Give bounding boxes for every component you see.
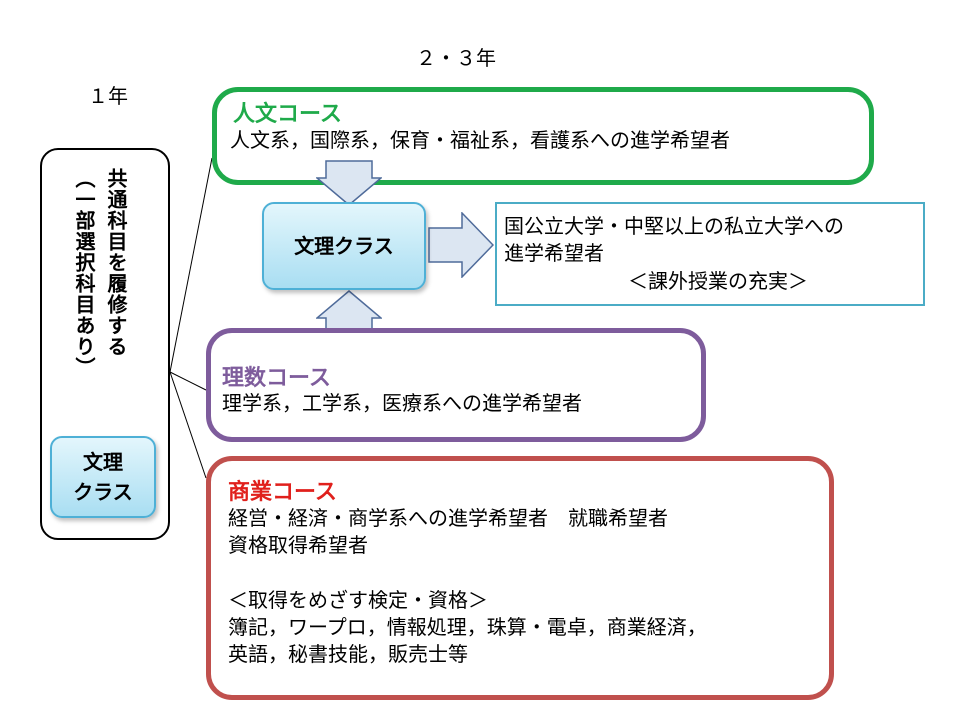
connector-to-risu	[169, 371, 207, 391]
result-line2: 進学希望者	[504, 241, 604, 265]
risu-course-box	[206, 328, 706, 442]
bunri-small-line2: クラス	[73, 480, 133, 504]
common-subjects-text: 共通科目を履修する （一部選択科目あり）	[62, 168, 132, 438]
risu-course-title: 理数コース	[222, 366, 331, 391]
shogyo-course-title: 商業コース	[228, 480, 337, 505]
jinbun-course-box	[212, 87, 874, 185]
result-line1: 国公立大学・中堅以上の私立大学への	[504, 214, 844, 238]
result-line3: ＜課外授業の充実＞	[628, 269, 808, 293]
shogyo-course-box	[206, 456, 834, 700]
bunri-class-small: 文理 クラス	[50, 436, 156, 518]
bunri-main-label: 文理クラス	[294, 234, 394, 258]
common-note-text: （一部選択科目あり）	[72, 168, 96, 378]
shogyo-line2: 資格取得希望者	[228, 533, 368, 557]
jinbun-course-title: 人文コース	[233, 102, 342, 127]
arrow-right-icon	[428, 212, 494, 278]
connector-to-shogyo	[169, 371, 207, 479]
connector-to-jinbun	[169, 157, 213, 373]
bunri-class-main: 文理クラス	[262, 202, 426, 290]
shogyo-line3: ＜取得をめざす検定・資格＞	[228, 588, 488, 612]
shogyo-line4: 簿記，ワープロ，情報処理，珠算・電卓，商業経済，	[228, 615, 707, 639]
bunri-small-line1: 文理	[82, 450, 123, 474]
year23-heading: ２・３年	[416, 46, 496, 70]
common-main-text: 共通科目を履修する	[104, 168, 128, 357]
year1-heading: １年	[88, 84, 128, 108]
risu-course-text: 理学系，工学系，医療系への進学希望者	[222, 391, 582, 415]
year1-common-box	[40, 148, 170, 540]
shogyo-line1: 経営・経済・商学系への進学希望者 就職希望者	[228, 506, 668, 530]
arrow-down-icon	[316, 160, 382, 206]
university-target-box	[495, 202, 925, 306]
shogyo-line5: 英語，秘書技能，販売士等	[228, 642, 468, 666]
jinbun-course-text: 人文系，国際系，保育・福祉系，看護系への進学希望者	[230, 128, 730, 152]
